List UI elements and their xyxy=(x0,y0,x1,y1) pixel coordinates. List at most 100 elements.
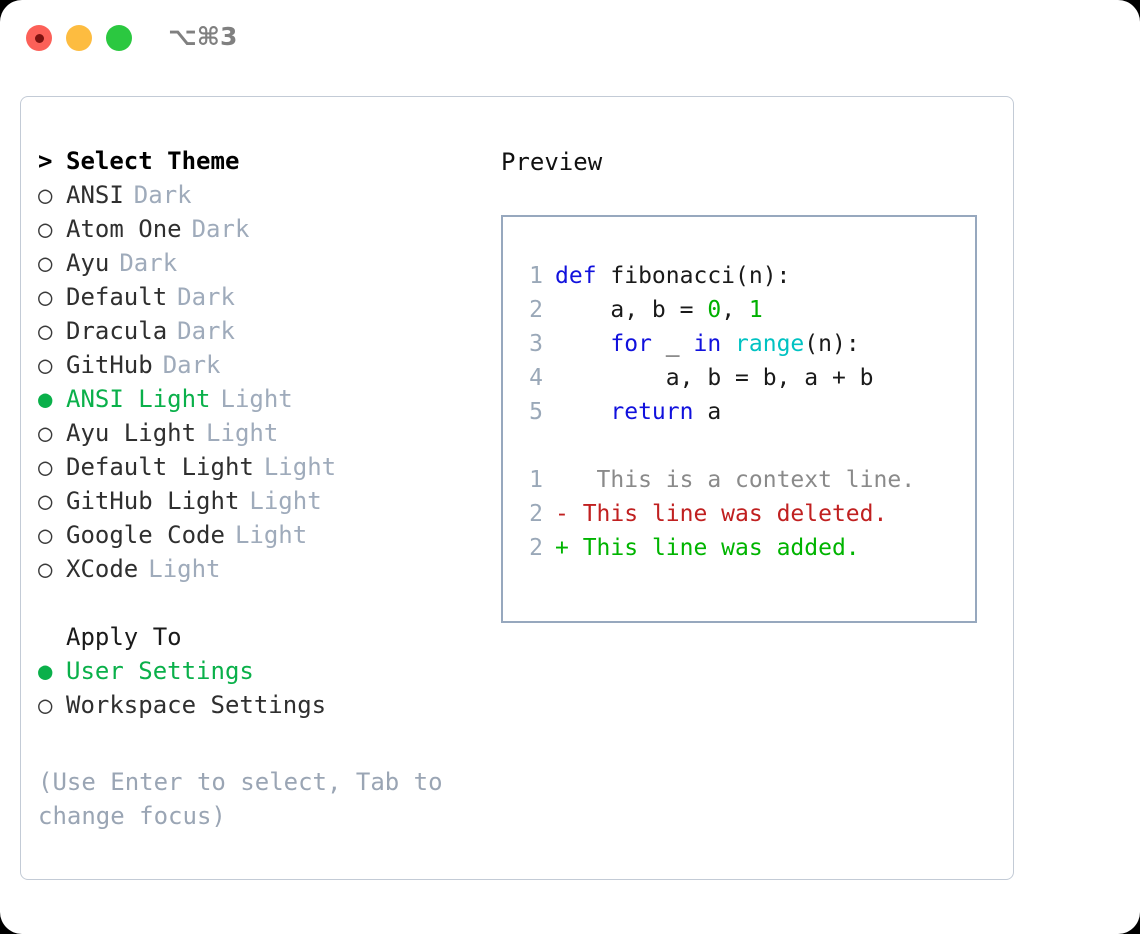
apply-to-item-label: User Settings xyxy=(66,657,254,685)
code-token-plain: fibonacci(n): xyxy=(610,263,791,289)
theme-item-label: GitHub xyxy=(66,351,153,379)
theme-item-label: Default xyxy=(66,283,168,311)
radio-unselected-icon[interactable]: ○ xyxy=(38,249,53,277)
theme-list-item[interactable]: ○ GitHub Dark xyxy=(38,351,488,385)
code-token-num: 0 xyxy=(707,297,722,323)
diff-line: 2- This line was deleted. xyxy=(517,497,969,531)
radio-unselected-icon[interactable]: ○ xyxy=(38,351,53,379)
code-token-plain: , xyxy=(721,297,749,323)
code-line: 1 def fibonacci(n): xyxy=(517,259,969,293)
theme-item-label: Dracula xyxy=(66,317,168,345)
diff-line-number: 2 xyxy=(529,501,543,527)
diff-line-text: This line was deleted. xyxy=(568,501,888,527)
code-token-plain: a, b = b, a + b xyxy=(555,365,874,391)
theme-list-item[interactable]: ○ Default Dark xyxy=(38,283,488,317)
maximize-light-icon[interactable] xyxy=(106,25,132,51)
theme-item-variant-tag: Light xyxy=(234,521,308,549)
close-light-icon[interactable] xyxy=(26,25,52,51)
code-token-fn: range xyxy=(735,331,805,357)
apply-to-label: Apply To xyxy=(66,623,182,651)
code-token-plain: _ xyxy=(651,331,694,357)
code-line-text: def fibonacci(n): xyxy=(555,259,790,293)
theme-item-label: XCode xyxy=(66,555,139,583)
theme-item-variant-tag: Light xyxy=(220,385,293,413)
theme-item-variant-tag: Dark xyxy=(177,283,235,311)
radio-selected-icon[interactable]: ● xyxy=(38,385,53,413)
theme-item-label: Atom One xyxy=(66,215,182,243)
theme-item-label: Default Light xyxy=(66,453,254,481)
diff-spacer xyxy=(517,429,969,463)
diff-marker: + xyxy=(555,535,569,561)
apply-to-item[interactable]: ○ Workspace Settings xyxy=(38,691,488,725)
code-line-number: 3 xyxy=(529,331,543,357)
code-token-plain: a, b = xyxy=(555,297,708,323)
radio-unselected-icon[interactable]: ○ xyxy=(38,487,53,515)
code-line-text: a, b = b, a + b xyxy=(555,361,874,395)
code-token-kw: in xyxy=(693,331,722,357)
theme-item-variant-tag: Dark xyxy=(177,317,235,345)
diff-line: 2+ This line was added. xyxy=(517,531,969,565)
theme-item-label: GitHub Light xyxy=(66,487,240,515)
diff-line-number: 2 xyxy=(529,535,543,561)
theme-list-item[interactable]: ○ Dracula Dark xyxy=(38,317,488,351)
radio-unselected-icon[interactable]: ○ xyxy=(38,691,53,719)
title-bar: ⌥⌘3 xyxy=(0,0,1140,78)
code-line: 3 for _ in range(n): xyxy=(517,327,969,361)
list-spacer xyxy=(38,589,488,623)
apply-to-item[interactable]: ● User Settings xyxy=(38,657,488,691)
theme-list-item[interactable]: ○ Default Light Light xyxy=(38,453,488,487)
theme-item-label: Google Code xyxy=(66,521,225,549)
theme-item-variant-tag: Dark xyxy=(191,215,250,243)
diff-line-text: This is a context line. xyxy=(568,467,916,493)
theme-item-label: ANSI xyxy=(66,181,124,209)
theme-list-item[interactable]: ○ Ayu Dark xyxy=(38,249,488,283)
code-line-text: a, b = 0, 1 xyxy=(555,293,762,327)
theme-item-variant-tag: Dark xyxy=(119,249,178,277)
code-line: 4 a, b = b, a + b xyxy=(517,361,969,395)
radio-unselected-icon[interactable]: ○ xyxy=(38,283,53,311)
code-token-kw: return xyxy=(610,399,694,425)
radio-unselected-icon[interactable]: ○ xyxy=(38,521,53,549)
keyboard-hint-text: (Use Enter to select, Tab to change focu… xyxy=(38,768,458,830)
code-line: 5 return a xyxy=(517,395,969,429)
diff-line-number: 1 xyxy=(529,467,543,493)
radio-unselected-icon[interactable]: ○ xyxy=(38,215,53,243)
radio-unselected-icon[interactable]: ○ xyxy=(38,181,53,209)
radio-unselected-icon[interactable]: ○ xyxy=(38,453,53,481)
code-line-text: for _ in range(n): xyxy=(555,327,859,361)
theme-item-label: Ayu xyxy=(66,249,110,277)
apply-to-item-label: Workspace Settings xyxy=(66,691,327,719)
theme-item-variant-tag: Dark xyxy=(162,351,221,379)
diff-marker xyxy=(555,463,569,497)
keyboard-shortcut-label: ⌥⌘3 xyxy=(168,22,238,51)
code-line-number: 1 xyxy=(529,263,543,289)
theme-list-item[interactable]: ○ Atom One Dark xyxy=(38,215,488,249)
select-theme-header: > Select Theme xyxy=(38,147,488,181)
minimize-light-icon[interactable] xyxy=(66,25,92,51)
code-token-kw: def xyxy=(555,263,611,289)
theme-list-item[interactable]: ○ Google Code Light xyxy=(38,521,488,555)
theme-item-label: Ayu Light xyxy=(66,419,197,447)
apply-to-list: ● User Settings ○ Workspace Settings xyxy=(38,657,488,725)
theme-item-variant-tag: Light xyxy=(263,453,337,481)
radio-unselected-icon[interactable]: ○ xyxy=(38,555,53,583)
radio-unselected-icon[interactable]: ○ xyxy=(38,317,53,345)
code-token-plain xyxy=(721,331,735,357)
traffic-lights xyxy=(26,25,132,51)
radio-unselected-icon[interactable]: ○ xyxy=(38,419,53,447)
code-line: 2 a, b = 0, 1 xyxy=(517,293,969,327)
apply-to-header: Apply To xyxy=(38,623,488,657)
radio-selected-icon[interactable]: ● xyxy=(38,657,53,685)
diff-sample: 1 This is a context line. 2- This line wa… xyxy=(517,463,969,565)
